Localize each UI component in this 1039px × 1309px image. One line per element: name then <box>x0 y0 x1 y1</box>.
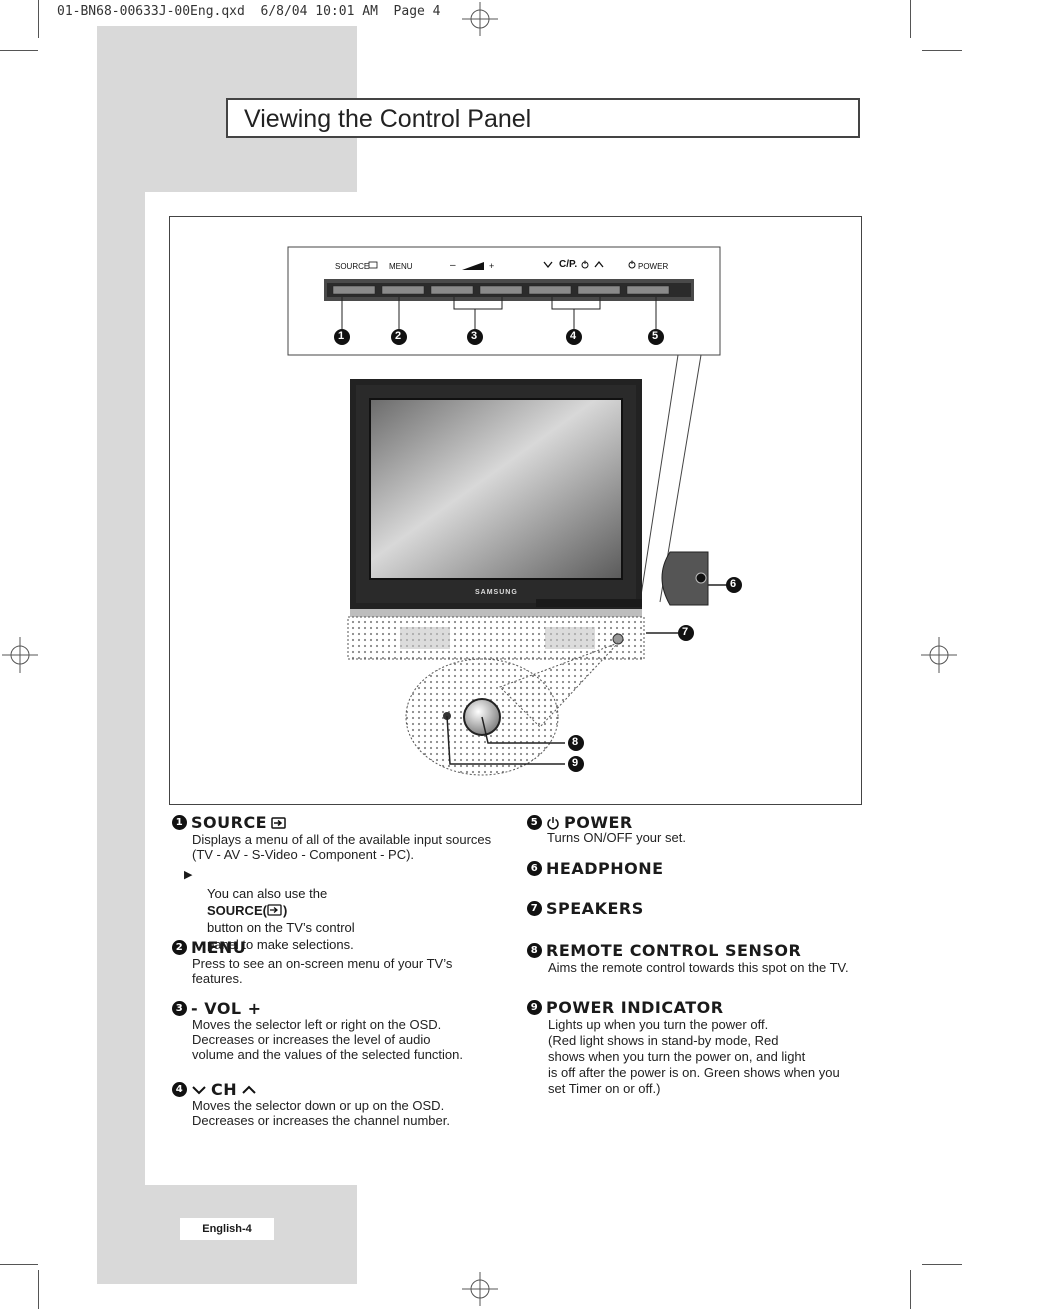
panel-label-vol-minus: – <box>450 260 456 271</box>
crop-mark <box>922 50 962 51</box>
speakers-heading: SPEAKERS <box>546 899 644 918</box>
section-title: 9 POWER INDICATOR <box>527 998 867 1017</box>
callout-2: 2 <box>395 330 402 342</box>
section-power-indicator: 9 POWER INDICATOR Lights up when you tur… <box>527 1000 867 1097</box>
indicator-heading: POWER INDICATOR <box>546 998 724 1017</box>
power-heading: POWER <box>564 813 633 832</box>
callout-1: 1 <box>338 330 345 342</box>
crop-mark <box>910 0 911 38</box>
chevron-down-icon <box>192 1085 206 1094</box>
number-badge: 1 <box>172 815 187 830</box>
power-icon <box>547 816 559 830</box>
panel-label-vol-plus: + <box>489 261 495 271</box>
section-title: 5 POWER <box>527 813 867 832</box>
number-badge: 5 <box>527 815 542 830</box>
callout-6: 6 <box>730 578 737 590</box>
panel-label-ch: C/P. <box>559 259 578 270</box>
crop-mark <box>38 0 39 38</box>
page-number-label: English-4 <box>180 1218 274 1240</box>
remote-description: Aims the remote control towards this spo… <box>548 960 849 975</box>
crop-mark <box>910 1270 911 1309</box>
number-badge: 6 <box>527 861 542 876</box>
indicator-description: Lights up when you turn the power off. (… <box>548 1017 840 1096</box>
registration-mark <box>462 1272 498 1306</box>
callout-9: 9 <box>572 757 579 769</box>
registration-mark <box>921 637 957 673</box>
section-headphone: 6 HEADPHONE <box>527 859 867 878</box>
callout-5: 5 <box>652 330 659 342</box>
source-heading: SOURCE <box>191 813 268 832</box>
menu-description: Press to see an on-screen menu of your T… <box>192 956 453 986</box>
section-power: 5 POWER Turns ON/OFF your set. <box>527 815 867 845</box>
crop-mark <box>0 50 38 51</box>
section-title: 1 SOURCE <box>172 813 512 832</box>
number-badge: 4 <box>172 1082 187 1097</box>
print-header: 01-BN68-00633J-00Eng.qxd 6/8/04 10:01 AM… <box>57 4 441 19</box>
crop-mark <box>922 1264 962 1265</box>
page-title-box: Viewing the Control Panel <box>226 98 860 138</box>
source-description: Displays a menu of all of the available … <box>192 832 492 862</box>
section-speakers: 7 SPEAKERS <box>527 899 867 918</box>
tv-illustration <box>287 246 742 776</box>
ch-heading: CH <box>211 1080 238 1099</box>
callout-4: 4 <box>570 330 577 342</box>
source-icon-inline <box>267 904 282 916</box>
menu-heading: MENU <box>191 938 247 957</box>
source-icon <box>271 816 286 829</box>
arrow-icon: ▶ <box>184 869 193 881</box>
registration-mark <box>462 2 498 36</box>
vol-description: Moves the selector left or right on the … <box>192 1017 464 1062</box>
ch-description: Moves the selector down or up on the OSD… <box>192 1098 450 1128</box>
vol-heading: - VOL + <box>191 999 262 1018</box>
number-badge: 9 <box>527 1000 542 1015</box>
section-title: 4 CH <box>172 1080 512 1099</box>
section-remote-sensor: 8 REMOTE CONTROL SENSOR Aims the remote … <box>527 943 867 975</box>
section-menu: 2 MENU Press to see an on-screen menu of… <box>172 940 512 986</box>
section-title: 2 MENU <box>172 938 512 957</box>
headphone-heading: HEADPHONE <box>546 859 664 878</box>
number-badge: 8 <box>527 943 542 958</box>
number-badge: 2 <box>172 940 187 955</box>
callout-8: 8 <box>572 736 579 748</box>
callout-numbers-panel <box>334 329 664 345</box>
page-title: Viewing the Control Panel <box>244 105 532 133</box>
chevron-up-icon <box>242 1085 256 1094</box>
panel-label-power: POWER <box>638 262 669 271</box>
power-description: Turns ON/OFF your set. <box>547 830 686 845</box>
number-badge: 7 <box>527 901 542 916</box>
tv-brand-logo: SAMSUNG <box>475 589 518 596</box>
callout-7: 7 <box>682 626 689 638</box>
note-prefix: You can also use the <box>207 886 328 901</box>
section-ch: 4 CH Moves the selector down or up on th… <box>172 1082 512 1128</box>
callout-3: 3 <box>471 330 478 342</box>
section-title: 6 HEADPHONE <box>527 859 867 878</box>
panel-label-menu: MENU <box>389 262 413 271</box>
control-panel-figure: SOURCE MENU – + C/P. POWER SAMSUNG 1 2 3… <box>169 216 862 805</box>
note-bold: SOURCE( <box>207 903 267 918</box>
registration-mark <box>2 637 38 673</box>
section-source: 1 SOURCE Displays a menu of all of the a… <box>172 815 512 970</box>
section-title: 7 SPEAKERS <box>527 899 867 918</box>
note-text: You can also use the SOURCE() button on … <box>207 868 355 970</box>
note-bold-end: ) <box>282 903 288 918</box>
crop-mark <box>38 1270 39 1309</box>
panel-label-source: SOURCE <box>335 262 370 271</box>
section-title: 8 REMOTE CONTROL SENSOR <box>527 941 867 960</box>
source-note: ▶ You can also use the SOURCE() button o… <box>184 868 512 970</box>
note-rest: button on the TV’s control panel to make… <box>207 920 355 952</box>
section-title: 3 - VOL + <box>172 999 512 1018</box>
number-badge: 3 <box>172 1001 187 1016</box>
section-vol: 3 - VOL + Moves the selector left or rig… <box>172 1001 512 1062</box>
crop-mark <box>0 1264 38 1265</box>
remote-heading: REMOTE CONTROL SENSOR <box>546 941 802 960</box>
